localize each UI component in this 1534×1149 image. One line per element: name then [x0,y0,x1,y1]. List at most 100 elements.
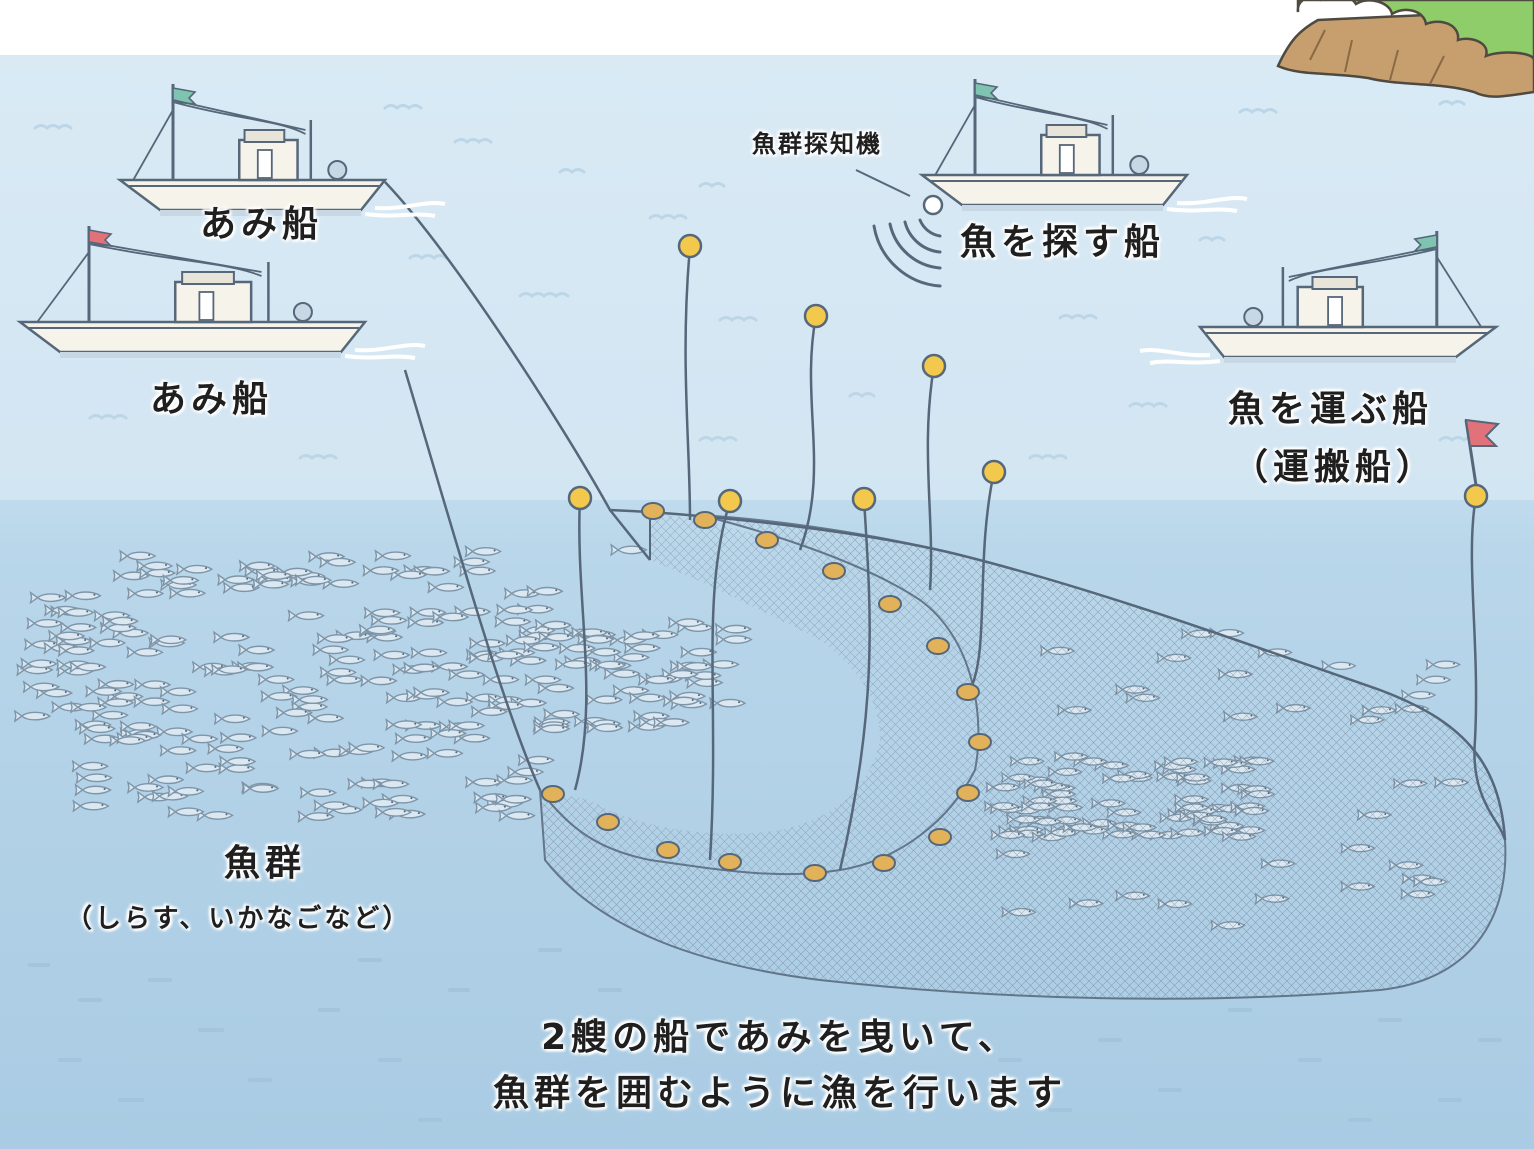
fish-icon [307,711,345,725]
fish-icon [517,753,556,767]
fish-icon [533,722,571,736]
fish-school-left [13,543,753,824]
fish-icon [374,805,412,819]
fish-icon [358,623,397,637]
fish-icon [637,673,676,687]
fish-icon [167,805,205,819]
fish-icon [85,684,123,699]
sonar-waves [872,194,944,288]
fish-icon [586,721,624,735]
fish-icon [219,731,258,745]
fish-icon [168,586,207,600]
fish-icon [289,747,327,761]
fish-icon [429,726,467,740]
fish-icon [109,733,147,748]
fish-icon [667,616,706,630]
fish-icon [623,641,662,655]
fish-icon [319,555,357,569]
net-floats [541,502,992,882]
fish-icon [1321,659,1357,673]
boat-icon [116,84,446,218]
fish-icon [64,589,102,603]
fish-icon [362,796,400,810]
fish-icon [75,771,113,785]
label-school-examples: （しらす、いかなごなど） [66,904,412,934]
fish-icon [534,618,573,632]
fish-icon [255,568,293,583]
fish-icon [537,630,576,644]
fish-icon [522,640,561,654]
label-net-boat-upper: あみ船 [200,204,324,245]
fish-icon [537,681,575,695]
fish-icon [242,781,280,796]
net-float [926,637,950,655]
fish-icon [69,660,107,674]
fish-icon [126,780,165,795]
fish-icon [470,705,509,719]
net-float [718,853,742,871]
fish-icon [496,603,534,617]
fish-icon [133,695,171,709]
fish-icon [252,577,290,591]
fish-icon [347,741,386,755]
fish-icon [576,632,615,647]
fish-icon [72,799,110,813]
fish-icon [119,719,158,734]
fish-icon [74,783,112,797]
fish-icon [291,692,329,707]
fish-icon [715,632,753,647]
net-float [956,784,980,802]
label-search-boat: 魚を探す船 [960,222,1166,263]
net-float [928,828,952,846]
fish-icon [328,653,366,667]
fish-icon [126,645,164,659]
fish-icon [370,613,408,627]
fish-icon [219,754,257,769]
fish-icon [427,580,465,594]
fish-icon [149,633,188,647]
fish-icon [453,731,491,745]
fish-icon [319,665,357,679]
fish-icon [313,798,351,813]
fish-icon [714,622,753,636]
fish-icon [680,645,718,659]
fish-icon [161,702,199,716]
surface-buoys [567,233,1489,514]
fish-icon [207,742,245,756]
net-float [872,854,896,872]
fish-icon [494,615,532,629]
fish-icon [1415,673,1452,687]
fish-icon [22,680,61,694]
fish-icon [261,724,299,738]
fish-icon [431,610,470,624]
caption-line2: 魚群を囲むように漁を行います [492,1073,1067,1114]
net-float [541,785,565,803]
fish-icon [167,784,205,798]
fish-icon [585,693,624,707]
fish-icon [119,549,157,563]
fish-icon [47,629,86,643]
fish-icon [464,544,502,559]
fish-icon [662,694,701,708]
net-float [878,595,902,613]
fish-icon [652,715,691,730]
fish-icon [135,559,174,573]
fish-icon [297,809,335,824]
fish-icon [426,746,464,760]
fish-icon [448,668,486,682]
boat-icon [1139,231,1500,365]
fish-icon [162,573,200,587]
fish-icon [373,648,411,662]
net-float [596,813,620,831]
fish-icon [610,543,648,557]
fish-icon [464,775,503,789]
net-float [822,562,846,580]
fish-icon [88,636,127,650]
fish-icon [126,586,165,601]
fish-icon [363,606,402,620]
boat-icon [918,79,1248,213]
fish-icon [13,709,52,723]
fish-icon [524,673,562,687]
fish-icon [316,632,354,646]
